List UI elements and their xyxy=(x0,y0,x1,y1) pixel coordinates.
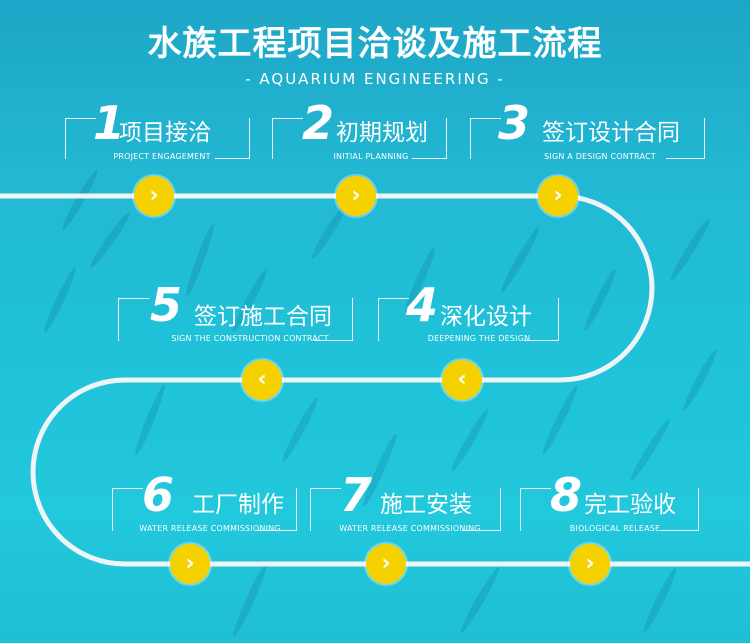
step-2-number: 2 xyxy=(302,100,334,146)
step-6-english: WATER RELEASE COMMISSIONING xyxy=(130,524,290,533)
step-8-label: 完工验收 xyxy=(584,492,676,518)
step-2-english: INITIAL PLANNING xyxy=(316,152,426,161)
step-8-number: 8 xyxy=(550,472,582,518)
step-2: 2 初期规划 INITIAL PLANNING xyxy=(272,98,452,164)
arrow-glyph: › xyxy=(149,185,158,207)
arrow-right-icon: › xyxy=(366,544,406,584)
step-7-number: 7 xyxy=(340,472,372,518)
step-5-english: SIGN THE CONSTRUCTION CONTRACT xyxy=(170,334,330,343)
arrow-right-icon: › xyxy=(538,176,578,216)
arrow-right-icon: › xyxy=(336,176,376,216)
step-1: 1 项目接洽 PROJECT ENGAGEMENT xyxy=(65,98,255,164)
step-3-label: 签订设计合同 xyxy=(542,120,680,146)
step-3-frame-top-left xyxy=(470,118,501,159)
step-1-english: PROJECT ENGAGEMENT xyxy=(107,152,217,161)
arrow-glyph: › xyxy=(381,553,390,575)
arrow-glyph: › xyxy=(185,553,194,575)
step-5: 5 签订施工合同 SIGN THE CONSTRUCTION CONTRACT xyxy=(118,282,358,346)
step-2-label: 初期规划 xyxy=(336,120,428,146)
step-8: 8 完工验收 BIOLOGICAL RELEASE xyxy=(520,468,704,534)
arrow-right-icon: › xyxy=(570,544,610,584)
arrow-glyph: ‹ xyxy=(457,369,466,391)
step-5-frame-top-left xyxy=(118,298,149,341)
step-1-label: 项目接洽 xyxy=(119,120,211,146)
step-3-number: 3 xyxy=(498,100,530,146)
arrow-right-icon: › xyxy=(134,176,174,216)
step-1-frame-bottom-right xyxy=(215,118,250,159)
step-7-english: WATER RELEASE COMMISSIONING xyxy=(330,524,490,533)
step-4-label: 深化设计 xyxy=(440,304,532,330)
step-2-frame-top-left xyxy=(272,118,303,159)
step-3-english: SIGN A DESIGN CONTRACT xyxy=(530,152,670,161)
step-4-frame-top-left xyxy=(378,298,409,341)
step-5-label: 签订施工合同 xyxy=(194,304,332,330)
arrow-left-icon: ‹ xyxy=(442,360,482,400)
arrow-glyph: ‹ xyxy=(257,369,266,391)
step-7-label: 施工安装 xyxy=(380,492,472,518)
step-4: 4 深化设计 DEEPENING THE DESIGN xyxy=(378,282,564,346)
step-3: 3 签订设计合同 SIGN A DESIGN CONTRACT xyxy=(470,98,710,164)
step-4-number: 4 xyxy=(406,282,438,328)
step-8-frame-top-left xyxy=(520,488,551,531)
arrow-glyph: › xyxy=(553,185,562,207)
step-5-number: 5 xyxy=(150,282,182,328)
step-6-number: 6 xyxy=(142,472,174,518)
step-8-english: BIOLOGICAL RELEASE xyxy=(550,524,680,533)
arrow-glyph: › xyxy=(351,185,360,207)
step-6-label: 工厂制作 xyxy=(192,492,284,518)
arrow-left-icon: ‹ xyxy=(242,360,282,400)
step-7: 7 施工安装 WATER RELEASE COMMISSIONING xyxy=(310,468,506,534)
step-6: 6 工厂制作 WATER RELEASE COMMISSIONING xyxy=(112,468,302,534)
step-4-english: DEEPENING THE DESIGN xyxy=(414,334,544,343)
arrow-glyph: › xyxy=(585,553,594,575)
arrow-right-icon: › xyxy=(170,544,210,584)
step-1-frame-top-left xyxy=(65,118,96,159)
